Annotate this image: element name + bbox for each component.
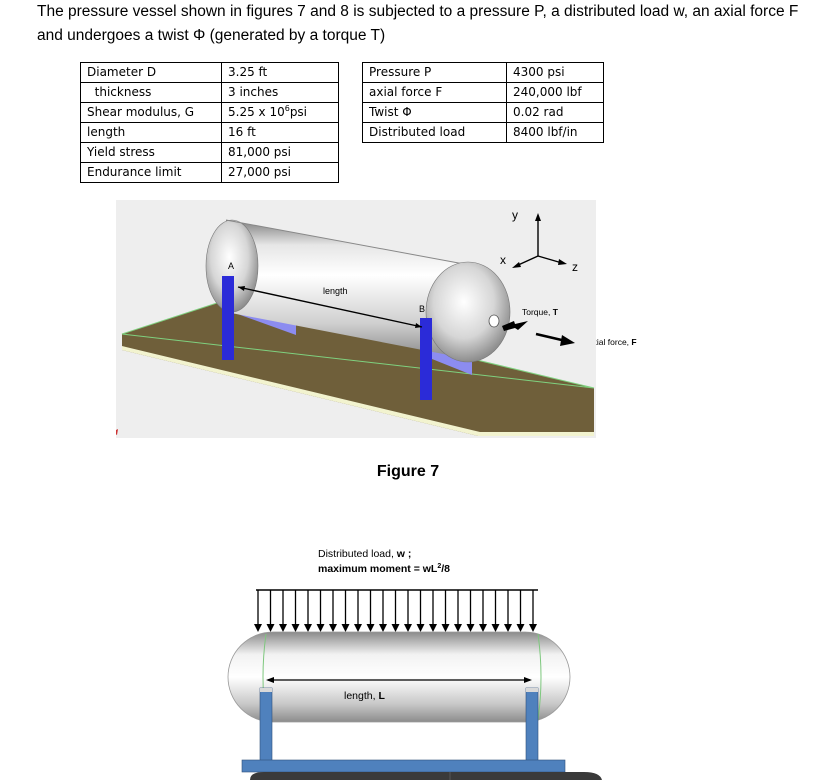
load-value: 0.02 rad	[506, 102, 604, 123]
axis-z-label: z	[572, 260, 578, 274]
property-label: Yield stress	[80, 142, 222, 163]
distributed-load-label: Distributed load, w ;	[318, 548, 411, 560]
load-arrow	[354, 590, 362, 632]
load-label: Twist Φ	[362, 102, 507, 123]
load-label: Distributed load	[362, 122, 507, 143]
label-b: B	[419, 304, 425, 314]
property-label: Diameter D	[80, 62, 222, 83]
load-arrow	[304, 590, 312, 632]
load-arrows	[254, 590, 537, 632]
load-arrow	[504, 590, 512, 632]
load-arrow	[391, 590, 400, 632]
load-label: Pressure P	[362, 62, 507, 83]
vessel-body-side	[227, 631, 571, 723]
axis-x-arrowhead	[512, 262, 521, 268]
torque-arrow	[502, 321, 528, 331]
load-value: 4300 psi	[506, 62, 604, 83]
vessel-end-cap-right	[425, 261, 511, 363]
length-arrowhead-left	[238, 286, 245, 291]
load-value: 8400 lbf/in	[506, 122, 604, 143]
load-arrow	[491, 590, 500, 632]
figure-8-vessel-side-view: Distributed load, w ; maximum moment = w…	[227, 548, 602, 780]
load-value: 240,000 lbf	[506, 82, 604, 103]
load-arrow	[516, 590, 525, 632]
base-plate	[241, 759, 566, 773]
axis-z-line	[537, 255, 563, 264]
weld-seam-right	[537, 633, 542, 721]
vessel-top-edge	[225, 219, 465, 265]
load-label: axial force F	[362, 82, 507, 103]
length-l-arrowhead-right	[524, 677, 532, 683]
load-arrow	[266, 590, 275, 632]
axial-force-arrowhead	[560, 335, 575, 346]
support-left	[259, 687, 273, 763]
support-right-cap	[526, 688, 538, 692]
axis-y-label: y	[512, 208, 518, 222]
length-arrowhead-right	[415, 323, 422, 328]
property-label: length	[80, 122, 222, 143]
property-value: 27,000 psi	[221, 162, 339, 183]
figure-7-vessel-3d: A B length y x z Torque, T	[116, 200, 596, 438]
vessel-nozzle	[488, 314, 500, 328]
axis-z-arrowhead	[558, 259, 567, 265]
property-value: 3.25 ft	[221, 62, 339, 83]
axial-force-label: Axial force, F	[596, 337, 637, 347]
property-value: 5.25 x 106psi	[221, 102, 339, 123]
length-dimension-line	[237, 286, 423, 328]
property-label: Endurance limit	[80, 162, 222, 183]
load-arrow	[416, 590, 425, 632]
figure-7-axial-label: Axial force, F	[596, 337, 637, 347]
ground-block	[250, 772, 602, 780]
load-arrow	[529, 590, 537, 632]
corner-marker-icon	[116, 429, 118, 435]
ground-plate	[122, 300, 594, 436]
load-arrow	[466, 590, 475, 632]
support-right	[525, 687, 539, 763]
length-l-label: length, L	[344, 690, 385, 702]
axial-force-line	[535, 332, 567, 343]
load-arrow	[316, 590, 325, 632]
load-arrow	[329, 590, 337, 632]
load-arrow	[429, 590, 437, 632]
figure-7-caption: Figure 7	[376, 463, 440, 480]
load-arrow	[379, 590, 387, 632]
property-label: Shear modulus, G	[80, 102, 222, 123]
load-arrow	[454, 590, 462, 632]
problem-statement: The pressure vessel shown in figures 7 a…	[37, 3, 799, 44]
length-l-arrowhead-left	[266, 677, 274, 683]
load-arrow	[404, 590, 412, 632]
axis-x-label: x	[500, 253, 506, 267]
torque-label: Torque, T	[522, 307, 559, 317]
support-b-post	[420, 318, 432, 400]
axis-y-arrowhead	[535, 213, 541, 221]
property-label: thickness	[80, 82, 222, 103]
load-arrow	[279, 590, 287, 632]
label-a: A	[228, 261, 234, 271]
support-a-post	[222, 276, 234, 360]
property-value: 81,000 psi	[221, 142, 339, 163]
property-value: 16 ft	[221, 122, 339, 143]
length-label: length	[323, 286, 348, 296]
load-arrow	[291, 590, 300, 632]
property-value: 3 inches	[221, 82, 339, 103]
load-arrow	[254, 590, 262, 632]
max-moment-label: maximum moment = wL2/8	[318, 563, 450, 575]
load-arrow	[341, 590, 350, 632]
support-left-cap	[260, 688, 272, 692]
load-arrow	[479, 590, 487, 632]
load-arrow	[366, 590, 375, 632]
load-arrow	[441, 590, 450, 632]
